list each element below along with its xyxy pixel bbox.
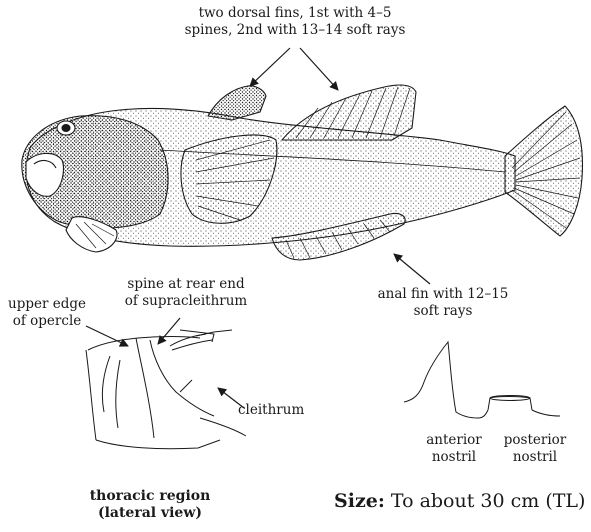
size-label: Size: (334, 490, 385, 512)
caudal-fin (505, 106, 582, 236)
nostrils-drawing (404, 342, 560, 418)
label-spine-supracleithrum: spine at rear end of supracleithrum (116, 276, 256, 310)
thoracic-region-drawing (86, 330, 246, 449)
label-anterior-line2: nostril (418, 449, 490, 466)
label-anal-fin: anal fin with 12–15 soft rays (368, 286, 518, 320)
label-anal-fin-line2: soft rays (368, 303, 518, 320)
label-opercle-line2: of opercle (2, 313, 92, 330)
label-dorsal-fins: two dorsal fins, 1st with 4–5 spines, 2n… (160, 5, 430, 39)
thoracic-caption-line1: thoracic region (66, 488, 234, 505)
label-anal-fin-line1: anal fin with 12–15 (368, 286, 518, 303)
label-cleithrum: cleithrum (238, 402, 328, 419)
fish-illustration (22, 85, 583, 260)
label-posterior-line1: posterior (494, 432, 576, 449)
label-spine-line2: of supracleithrum (116, 293, 256, 310)
label-opercle-line1: upper edge (2, 296, 92, 313)
label-anterior-nostril: anterior nostril (418, 432, 490, 466)
size-note: Size: To about 30 cm (TL) (334, 490, 585, 512)
thoracic-caption: thoracic region (lateral view) (66, 488, 234, 522)
label-posterior-line2: nostril (494, 449, 576, 466)
label-posterior-nostril: posterior nostril (494, 432, 576, 466)
label-dorsal-fins-line1: two dorsal fins, 1st with 4–5 (160, 5, 430, 22)
label-anterior-line1: anterior (418, 432, 490, 449)
label-cleithrum-text: cleithrum (238, 402, 328, 419)
thoracic-caption-line2: (lateral view) (66, 505, 234, 522)
label-spine-line1: spine at rear end (116, 276, 256, 293)
size-value: To about 30 cm (TL) (391, 490, 586, 512)
label-dorsal-fins-line2: spines, 2nd with 13–14 soft rays (160, 22, 430, 39)
label-upper-edge-opercle: upper edge of opercle (2, 296, 92, 330)
